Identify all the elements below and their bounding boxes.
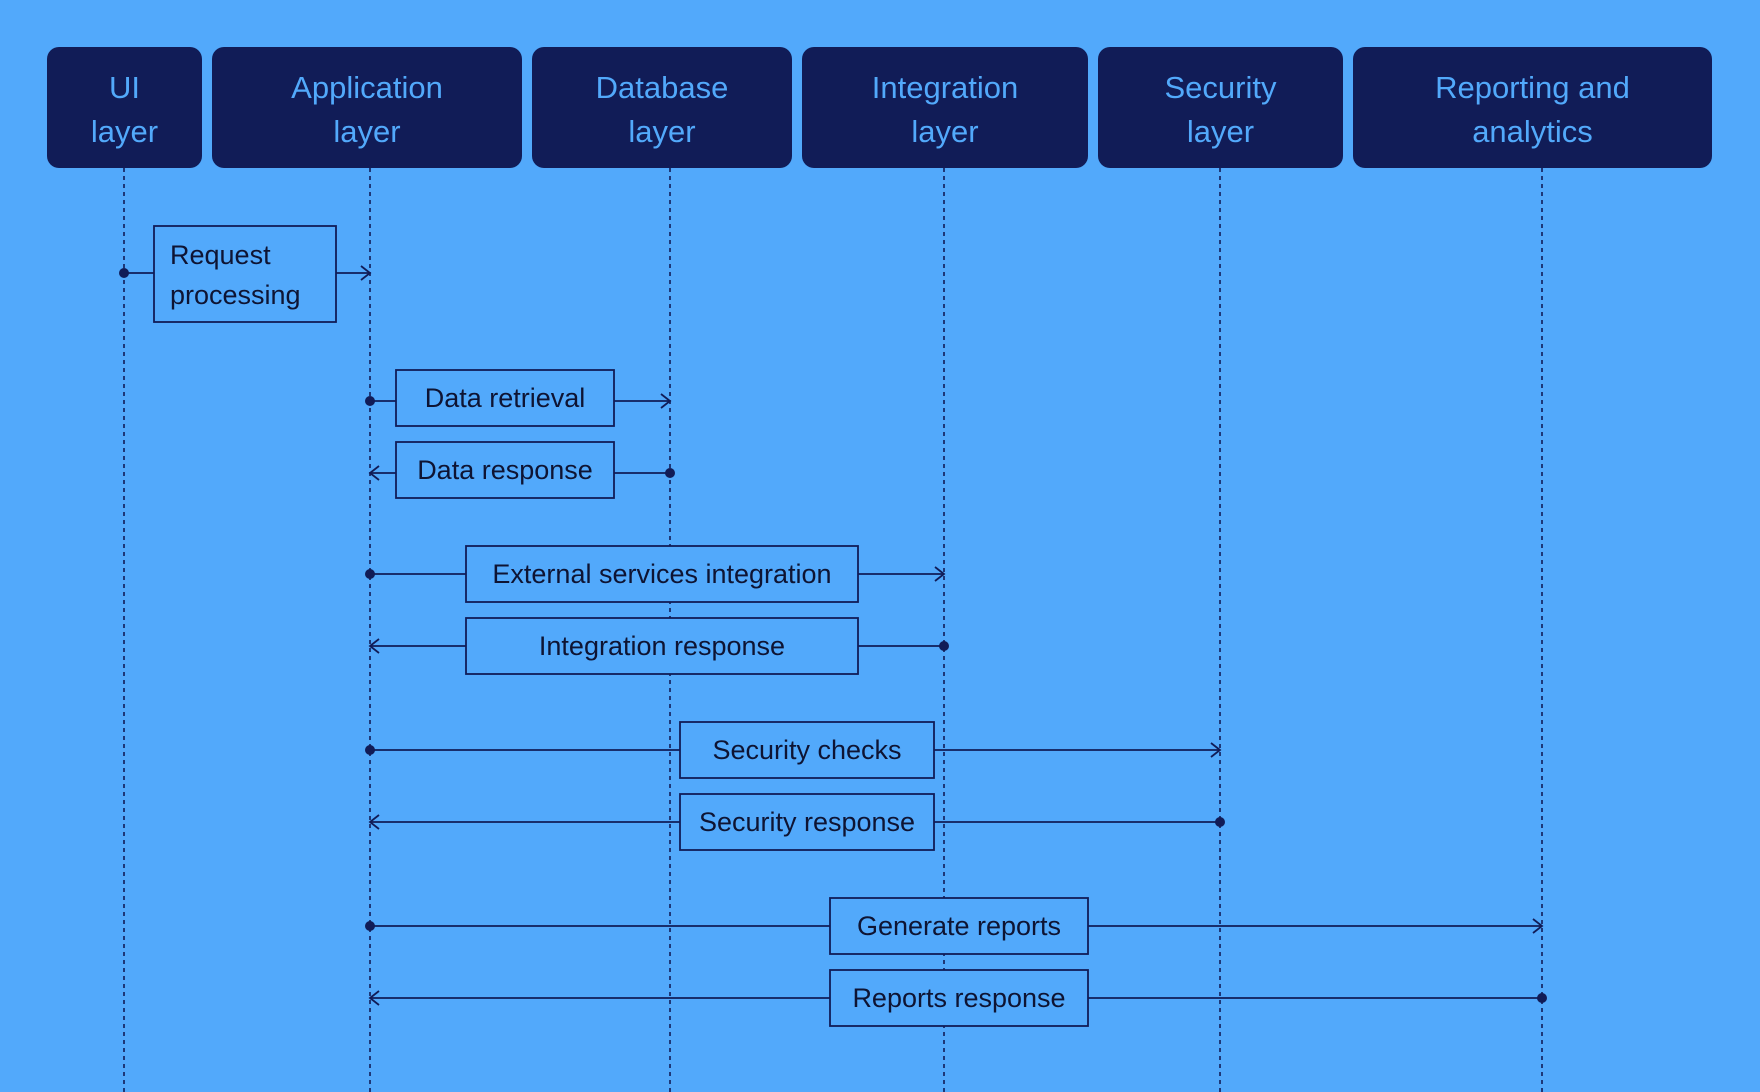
message-label: Request <box>170 240 271 270</box>
lane-header-label: UI <box>109 70 140 105</box>
lane-header-db: Database layer <box>532 47 792 168</box>
lane-header-reporting: Reporting and analytics <box>1353 47 1712 168</box>
message-label: Generate reports <box>857 911 1061 941</box>
message-origin-dot <box>665 468 675 478</box>
lane-header-label: Integration <box>872 70 1019 105</box>
message-label-box <box>395 441 615 499</box>
message-origin-dot <box>365 921 375 931</box>
message-data-retrieval: Data retrieval <box>365 369 672 427</box>
lane-header-box <box>1098 47 1343 168</box>
message-security-checks: Security checks <box>365 721 1222 779</box>
lane-header-label: Application <box>291 70 443 105</box>
lane-header-ui: UI layer <box>47 47 202 168</box>
message-label: External services integration <box>492 559 831 589</box>
message-label-box <box>679 793 935 851</box>
message-label: processing <box>170 280 301 310</box>
arrowhead-icon <box>934 566 946 582</box>
arrowhead-icon <box>368 638 380 654</box>
lane-header-label: Security <box>1165 70 1277 105</box>
lane-header-label: Database <box>596 70 729 105</box>
lane-header-label: layer <box>91 114 158 149</box>
lane-header-box <box>532 47 792 168</box>
message-reports-response: Reports response <box>368 969 1547 1027</box>
lane-header-label: layer <box>1187 114 1254 149</box>
arrowhead-icon <box>1532 918 1544 934</box>
message-origin-dot <box>365 396 375 406</box>
lane-header-label: layer <box>628 114 695 149</box>
message-label: Reports response <box>852 983 1065 1013</box>
message-label-box <box>153 225 337 323</box>
arrowhead-icon <box>368 814 380 830</box>
message-origin-dot <box>365 745 375 755</box>
message-origin-dot <box>365 569 375 579</box>
message-external-services-integration: External services integration <box>365 545 946 603</box>
lane-header-label: layer <box>911 114 978 149</box>
lane-header-box <box>1353 47 1712 168</box>
message-label-box <box>465 617 859 675</box>
lane-header-app: Application layer <box>212 47 522 168</box>
lane-header-box <box>47 47 202 168</box>
lane-header-label: analytics <box>1472 114 1593 149</box>
lane-headers: UIlayerApplicationlayerDatabaselayerInte… <box>47 47 1712 168</box>
arrowhead-icon <box>1210 742 1222 758</box>
message-origin-dot <box>939 641 949 651</box>
message-label-box <box>465 545 859 603</box>
message-origin-dot <box>119 268 129 278</box>
message-integration-response: Integration response <box>368 617 949 675</box>
lane-header-box <box>212 47 522 168</box>
lane-header-box <box>802 47 1088 168</box>
arrowhead-icon <box>368 990 380 1006</box>
message-label: Security checks <box>712 735 901 765</box>
lane-header-label: layer <box>333 114 400 149</box>
message-label: Integration response <box>539 631 785 661</box>
message-label-box <box>395 369 615 427</box>
message-label-box <box>829 969 1089 1027</box>
message-generate-reports: Generate reports <box>365 897 1544 955</box>
message-label: Security response <box>699 807 915 837</box>
lane-header-integration: Integration layer <box>802 47 1088 168</box>
message-label: Data response <box>417 455 593 485</box>
lane-header-security: Security layer <box>1098 47 1343 168</box>
message-label: Data retrieval <box>425 383 586 413</box>
arrowhead-icon <box>660 393 672 409</box>
message-request-processing: Request processing <box>119 225 372 323</box>
message-origin-dot <box>1215 817 1225 827</box>
message-label-box <box>679 721 935 779</box>
lane-header-label: Reporting and <box>1435 70 1630 105</box>
message-origin-dot <box>1537 993 1547 1003</box>
message-data-response: Data response <box>368 441 675 499</box>
message-label-box <box>829 897 1089 955</box>
arrowhead-icon <box>360 265 372 281</box>
message-security-response: Security response <box>368 793 1225 851</box>
arrowhead-icon <box>368 465 380 481</box>
